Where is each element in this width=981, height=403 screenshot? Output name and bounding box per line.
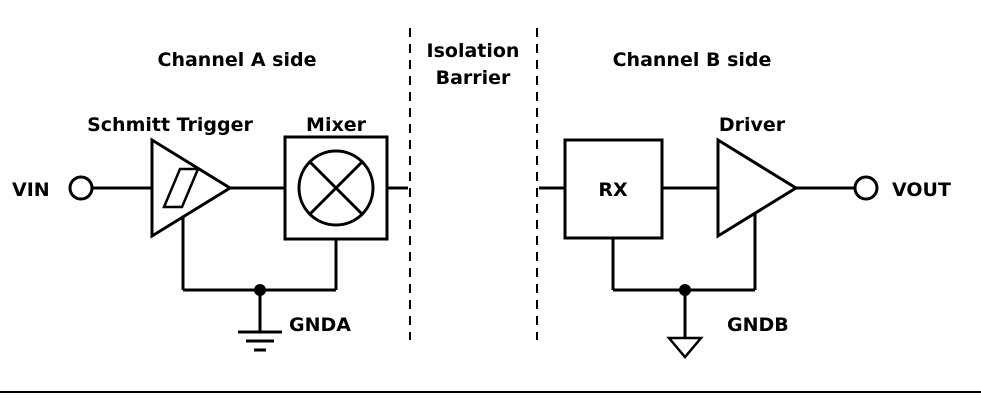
schmitt-trigger-label: Schmitt Trigger <box>87 114 253 136</box>
gnda-label: GNDA <box>289 314 351 336</box>
mixer-label: Mixer <box>306 114 367 136</box>
vout-terminal-icon <box>853 175 879 201</box>
hysteresis-icon <box>162 167 200 209</box>
mixer-circle-icon <box>297 149 375 227</box>
mixer-x-icon <box>308 160 364 216</box>
channel-a-title: Channel A side <box>158 49 317 71</box>
vout-label: VOUT <box>892 179 951 201</box>
rx-label: RX <box>598 179 628 201</box>
isolation-barrier-label-line1: Isolation <box>427 40 520 62</box>
gndb-label: GNDB <box>727 314 789 336</box>
driver-triangle-symbol <box>716 137 799 239</box>
driver-label: Driver <box>719 114 786 136</box>
channel-b-title: Channel B side <box>613 49 772 71</box>
chassis-ground-triangle-icon <box>666 336 704 359</box>
vin-terminal-icon <box>68 175 94 201</box>
isolation-barrier-label-line2: Barrier <box>436 67 511 89</box>
vin-label: VIN <box>12 179 50 201</box>
earth-ground-icon <box>238 330 282 352</box>
